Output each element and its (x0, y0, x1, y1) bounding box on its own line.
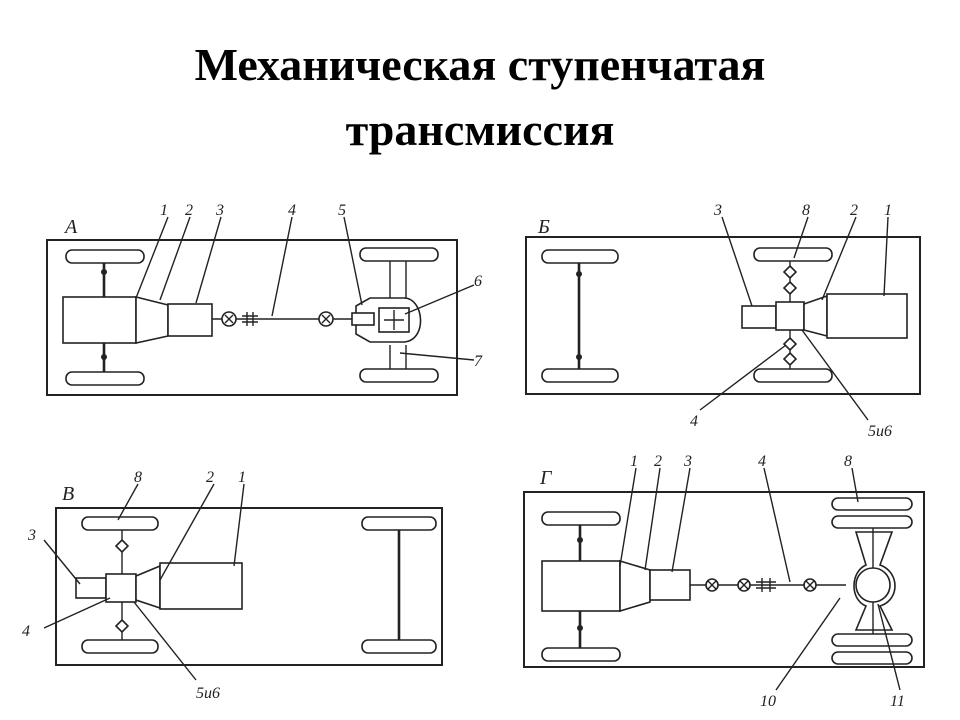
panel-a-label-6: 6 (474, 273, 482, 290)
panel-b-gearbox (741, 305, 777, 329)
panel-v-final-drive-differential (105, 573, 137, 603)
panel-b-label-2: 2 (850, 202, 858, 219)
panel-g-label-10: 10 (760, 693, 776, 710)
panel-b-label-4: 4 (690, 413, 698, 430)
panel-v-gearbox (75, 577, 107, 599)
panel-a-front-left-wheel (65, 249, 145, 264)
panel-b-clutch (803, 294, 828, 338)
panel-a-frame (46, 239, 458, 396)
panel-g-gearbox (649, 569, 691, 601)
panel-g-label-11: 11 (890, 693, 905, 710)
panel-b-label-3: 3 (713, 202, 722, 219)
panel-g-clutch (619, 559, 651, 613)
panel-g-rear-left-wheel-outer (831, 497, 913, 511)
panel-v-letter: В (62, 483, 74, 505)
panel-v-label-5-6: 5и6 (196, 685, 220, 702)
panel-g-letter: Г (539, 467, 553, 489)
panel-v-label-2: 2 (206, 469, 214, 486)
panel-v-rear-left-wheel (361, 516, 437, 531)
panel-a-letter: А (63, 216, 78, 238)
panel-g-label-2: 2 (654, 453, 662, 470)
panel-g-front-left-wheel (541, 511, 621, 526)
panel-a-rear-right-wheel (359, 368, 439, 383)
panel-g-slip-joint (756, 578, 776, 592)
panel-b-rear-right-wheel (541, 368, 619, 383)
panel-a-label-2: 2 (185, 202, 193, 219)
panel-b-engine (826, 293, 908, 339)
panel-g-main-gear (855, 567, 891, 603)
panel-b-label-8: 8 (802, 202, 810, 219)
panel-g-engine (541, 560, 621, 612)
panel-a-engine (62, 296, 137, 344)
panel-v-front-right-wheel (81, 639, 159, 654)
panel-b-front-drive-longitudinal-scheme: Б 3 8 2 1 4 5и6 (525, 202, 921, 440)
panel-a-label-3: 3 (215, 202, 224, 219)
panel-g-front-right-wheel (541, 647, 621, 662)
panel-b-letter: Б (537, 216, 550, 238)
panel-v-front-drive-transverse-scheme: В 8 2 1 3 4 5и6 (22, 469, 443, 702)
panel-g-label-3: 3 (683, 453, 692, 470)
panel-v-label-8: 8 (134, 469, 142, 486)
panel-a-rear-axle-shafts (389, 261, 407, 369)
panel-v-front-left-wheel (81, 516, 159, 531)
panel-a-label-5: 5 (338, 202, 346, 219)
panel-v-label-1: 1 (238, 469, 246, 486)
panel-a-rear-left-wheel (359, 247, 439, 262)
panel-v-engine (159, 562, 243, 610)
panel-b-front-left-wheel (753, 247, 833, 262)
panel-g-rear-right-wheel-outer (831, 651, 913, 665)
panel-g-label-8: 8 (844, 453, 852, 470)
panel-v-label-4: 4 (22, 623, 30, 640)
panel-v-label-3: 3 (27, 527, 36, 544)
panel-a-slip-joint (242, 312, 258, 326)
panel-g-frame (523, 491, 925, 668)
panel-a-clutch (135, 295, 169, 344)
panel-b-label-1: 1 (884, 202, 892, 219)
panel-b-label-5-6: 5и6 (868, 423, 892, 440)
panel-a-gearbox (167, 303, 213, 337)
panel-v-frame (55, 507, 443, 666)
panel-a-main-gear (351, 312, 375, 326)
panel-g-all-wheel-scheme: Г 1 2 3 4 8 10 11 (523, 453, 925, 710)
panel-b-frame (525, 236, 921, 395)
panel-a-front-right-wheel (65, 371, 145, 386)
panel-v-clutch (135, 564, 161, 610)
page-title-line-1: Механическая ступенчатая (194, 39, 766, 90)
panel-g-rear-left-wheel-inner (831, 515, 913, 529)
panel-b-final-drive-differential (775, 301, 805, 331)
panel-g-label-4: 4 (758, 453, 766, 470)
panel-b-rear-left-wheel (541, 249, 619, 264)
panel-g-rear-right-wheel-inner (831, 633, 913, 647)
panel-a-label-7: 7 (474, 353, 483, 370)
panel-b-front-right-wheel (753, 368, 833, 383)
page-title-line-2: трансмиссия (345, 104, 615, 155)
panel-a-label-1: 1 (160, 202, 168, 219)
panel-g-label-1: 1 (630, 453, 638, 470)
panel-v-rear-right-wheel (361, 639, 437, 654)
panel-a-rear-drive-scheme: А 1 2 3 4 5 6 7 (46, 202, 483, 396)
panel-a-label-4: 4 (288, 202, 296, 219)
